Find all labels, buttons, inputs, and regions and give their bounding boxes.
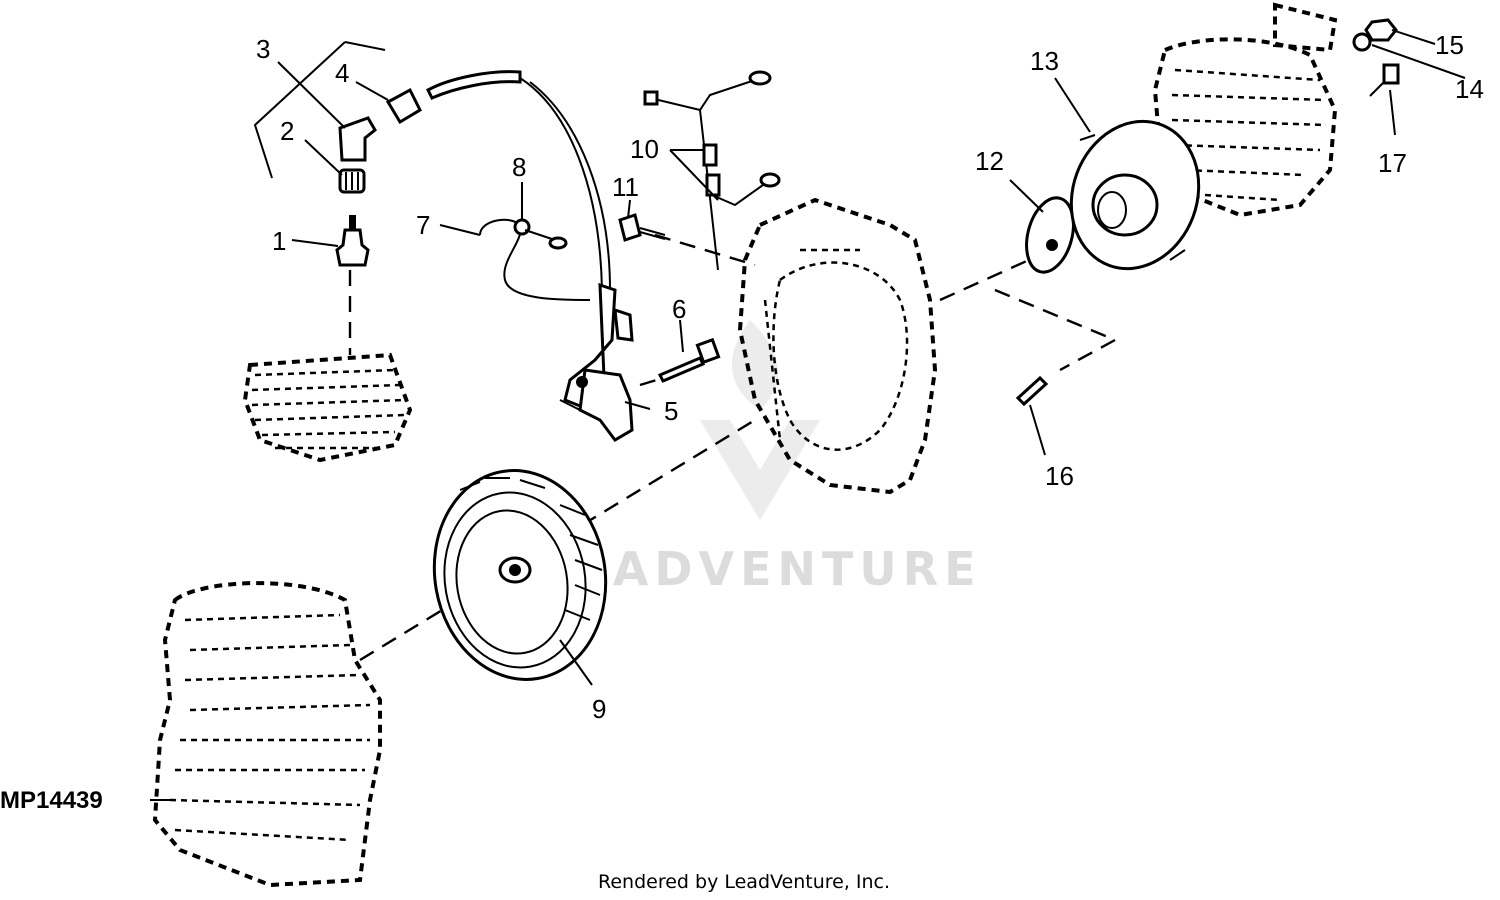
callout-14: 14 <box>1455 74 1484 104</box>
blower-housing-outline <box>737 197 938 495</box>
cylinder-head-outline <box>242 352 413 463</box>
spark-plug-boot <box>338 116 377 162</box>
coil-bolt <box>657 337 721 383</box>
wire-terminal <box>513 218 568 250</box>
callout-9: 9 <box>592 694 606 724</box>
nut <box>1364 18 1398 42</box>
wire-connector <box>385 87 422 125</box>
callout-12: 12 <box>975 146 1004 176</box>
watermark-text: LEADVENTURE <box>540 542 982 596</box>
bracket-line <box>253 41 386 179</box>
callout-2: 2 <box>280 116 294 146</box>
callout-15: 15 <box>1435 30 1464 60</box>
diagram-id-label: MP14439 <box>0 787 103 814</box>
callout-7: 7 <box>416 210 430 240</box>
ignition-coil <box>559 282 634 442</box>
harness-bolt <box>618 213 666 242</box>
callout-10: 10 <box>630 134 659 164</box>
ground-wire <box>479 218 591 301</box>
starter-pulley <box>1069 119 1201 271</box>
callout-16: 16 <box>1045 461 1074 491</box>
wiring-harness <box>643 70 781 271</box>
callout-11: 11 <box>612 172 639 202</box>
callout-4: 4 <box>335 58 349 88</box>
screw <box>1369 63 1400 97</box>
ignition-lead <box>426 70 611 291</box>
starter-cup-washer <box>1025 196 1075 274</box>
washer <box>1352 32 1372 52</box>
starter-cover-outline <box>1152 2 1338 218</box>
callout-1: 1 <box>272 226 286 256</box>
pin <box>1015 375 1049 407</box>
engine-block-outline <box>152 581 382 888</box>
flywheel <box>432 469 608 681</box>
terminal-nut <box>338 168 366 194</box>
callout-8: 8 <box>512 152 526 182</box>
watermark: LEADVENTURE <box>540 320 982 596</box>
leader-lines <box>277 29 1466 686</box>
spark-plug <box>335 215 370 267</box>
callout-17: 17 <box>1378 148 1407 178</box>
callout-3: 3 <box>256 34 270 64</box>
footer-credit: Rendered by LeadVenture, Inc. <box>598 871 890 893</box>
callout-13: 13 <box>1030 46 1059 76</box>
callout-5: 5 <box>664 396 678 426</box>
callout-6: 6 <box>672 294 686 324</box>
callouts: 1 2 3 4 5 6 7 8 9 10 11 12 13 14 15 16 1… <box>256 30 1484 724</box>
